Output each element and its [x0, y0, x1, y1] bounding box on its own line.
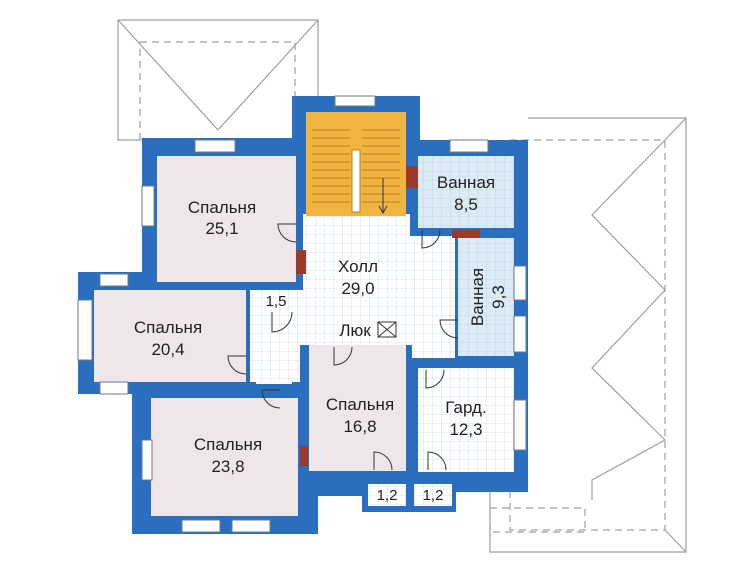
doors — [227, 223, 459, 471]
hatch-symbol — [377, 321, 397, 338]
stair-treads — [312, 129, 400, 215]
bed3-area: 23,8 — [211, 457, 244, 476]
closet2-area: 1,2 — [377, 487, 398, 504]
closet3-area: 1,2 — [423, 487, 444, 504]
bath2-name: Ванная — [468, 268, 487, 326]
hatch-label: Люк — [339, 321, 371, 340]
windows — [77, 95, 527, 533]
bath1-area: 8,5 — [454, 195, 478, 214]
roof-top-left — [117, 19, 319, 141]
bath1-name: Ванная — [437, 173, 495, 192]
hall-name: Холл — [338, 257, 378, 276]
wardrobe-area: 12,3 — [449, 420, 482, 439]
bath2-area: 9,3 — [489, 285, 508, 309]
wardrobe-name: Гард. — [445, 398, 486, 417]
bed1-name: Спальня — [188, 198, 256, 217]
bed3-name: Спальня — [194, 435, 262, 454]
bed2-name: Спальня — [134, 318, 202, 337]
hall-area: 29,0 — [341, 279, 374, 298]
closet1-area: 1,5 — [266, 293, 287, 310]
bed4-name: Спальня — [326, 395, 394, 414]
flues — [296, 166, 480, 466]
bed4-area: 16,8 — [343, 417, 376, 436]
roof-bottom — [489, 507, 586, 533]
bed2-area: 20,4 — [151, 340, 184, 359]
bed1-area: 25,1 — [205, 219, 238, 238]
